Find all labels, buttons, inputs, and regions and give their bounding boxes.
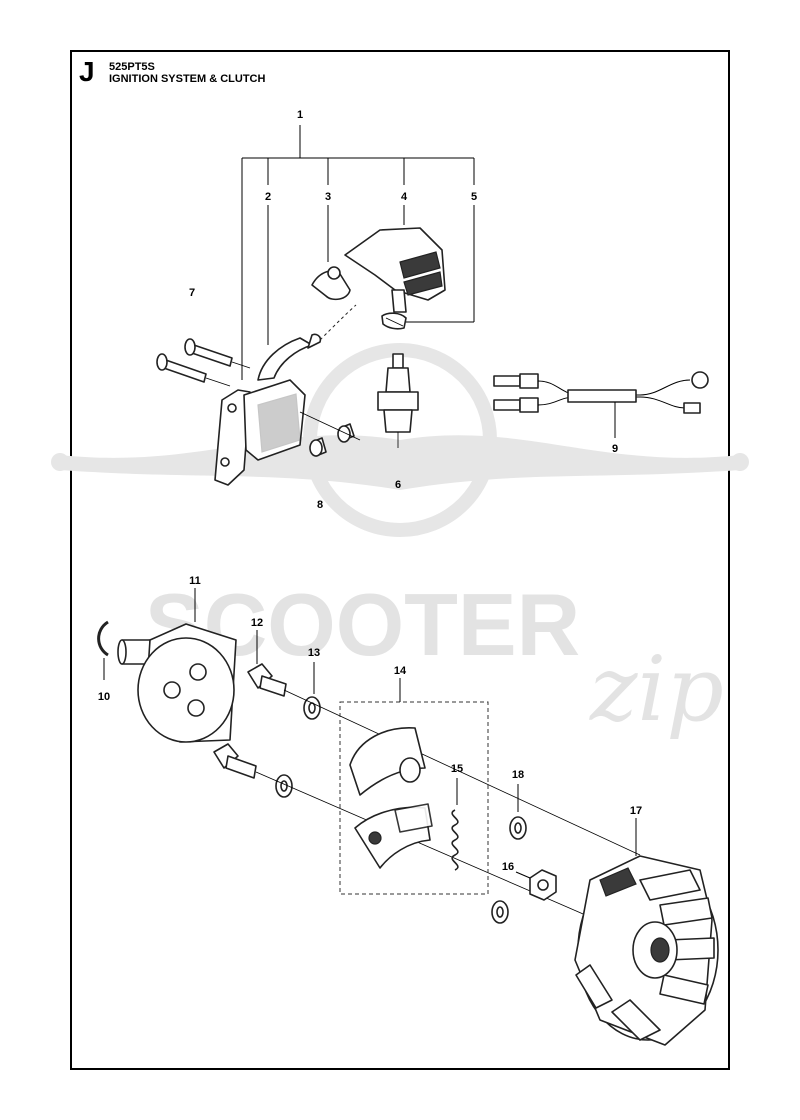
- callout-12: 12: [251, 617, 263, 629]
- spark-plug: [377, 353, 419, 448]
- callout-6: 6: [395, 479, 401, 491]
- callout-7: 7: [189, 287, 195, 299]
- callout-11: 11: [189, 575, 201, 587]
- callout-labels: 1 2 3 4 5 6 7 8 9 10 11 12 13 14 15 16 1…: [98, 109, 642, 873]
- diagram-frame: [70, 50, 730, 1070]
- callout-5: 5: [471, 191, 477, 203]
- bolt-pair: [156, 338, 251, 387]
- callout-17: 17: [630, 805, 642, 817]
- spark-plug-cap: [344, 227, 446, 313]
- callout-4: 4: [401, 191, 408, 203]
- flywheel: [574, 818, 719, 1046]
- callout-13: 13: [308, 647, 320, 659]
- ignition-coil: [214, 304, 357, 486]
- clutch-drum: [117, 588, 237, 743]
- washer-18: [509, 784, 527, 840]
- group-1-bracket: [241, 125, 475, 380]
- boot-spring: [311, 266, 351, 301]
- cap-spring: [381, 312, 407, 330]
- clutch-spring: [451, 778, 459, 871]
- callout-16: 16: [502, 861, 514, 873]
- callout-10: 10: [98, 691, 110, 703]
- clutch-shoe-group: [339, 678, 489, 895]
- flywheel-nut: [515, 869, 557, 901]
- callout-18: 18: [512, 769, 524, 781]
- callout-3: 3: [325, 191, 331, 203]
- callout-2: 2: [265, 191, 271, 203]
- shoulder-screw-lower: [213, 743, 257, 779]
- page-title: IGNITION SYSTEM & CLUTCH: [109, 73, 266, 85]
- wire-harness: [493, 371, 709, 438]
- washer-lower-flywheel: [491, 900, 509, 924]
- model-number: 525PT5S: [109, 61, 155, 73]
- callout-9: 9: [612, 443, 618, 455]
- callout-15: 15: [451, 763, 463, 775]
- callout-14: 14: [394, 665, 407, 677]
- spacer-pair: [299, 411, 361, 457]
- section-letter: J: [79, 56, 95, 87]
- callout-8: 8: [317, 499, 323, 511]
- circlip: [97, 620, 109, 680]
- callout-1: 1: [297, 109, 303, 121]
- shoulder-screw-upper: [247, 630, 287, 697]
- washer-upper: [303, 662, 321, 720]
- watermark-script: zip: [589, 637, 724, 742]
- washer-lower: [275, 774, 293, 798]
